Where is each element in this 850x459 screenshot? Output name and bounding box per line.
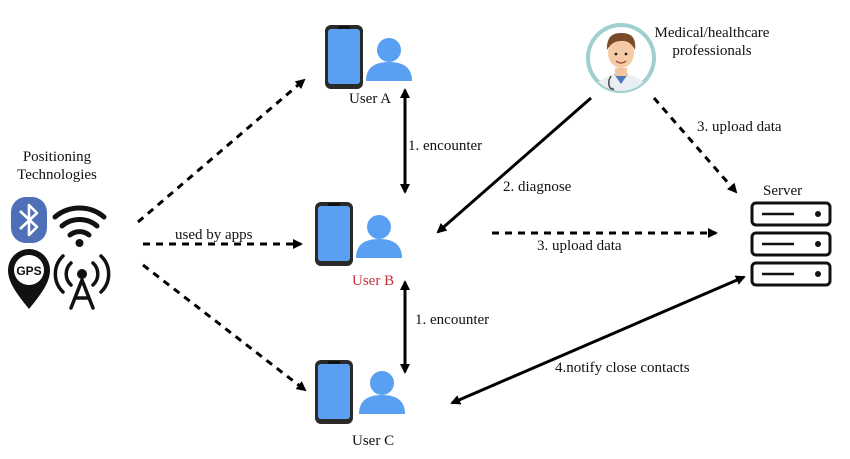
user-c-node: [315, 360, 405, 424]
positioning-icons: GPS: [8, 197, 111, 310]
arrow-positioning-to-user-c: [142, 263, 307, 392]
arrow-doctor-upload: [652, 97, 738, 194]
arrow-notify: [450, 275, 746, 405]
doctor-avatar-icon: [586, 23, 656, 93]
user-a-label: User A: [349, 91, 392, 107]
doctor-label: Medical/healthcare professionals: [642, 24, 782, 60]
gps-pin-icon: GPS: [8, 249, 50, 309]
server-icon: [750, 201, 832, 287]
phone-icon: [315, 360, 353, 424]
arrow-positioning-to-user-a: [137, 78, 306, 224]
edge-label-encounter-bc: 1. encounter: [415, 312, 490, 328]
phone-icon: [315, 202, 353, 266]
doctor-label-line2: professionals: [672, 43, 752, 59]
edge-label-used-by-apps: used by apps: [175, 227, 253, 243]
edge-label-encounter-ab: 1. encounter: [408, 138, 483, 154]
phone-icon: [325, 25, 363, 89]
positioning-title-line1: Positioning: [22, 149, 92, 165]
person-icon: [359, 371, 405, 414]
user-b-label: User B: [352, 273, 395, 289]
person-icon: [366, 38, 412, 81]
wifi-icon: [52, 205, 107, 247]
edge-label-upload-doctor: 3. upload data: [697, 119, 782, 135]
bluetooth-icon: [11, 197, 47, 243]
edge-label-upload-user-b: 3. upload data: [537, 238, 622, 254]
user-c-label: User C: [352, 433, 395, 449]
gps-badge-text: GPS: [16, 264, 41, 278]
edge-label-diagnose: 2. diagnose: [503, 179, 572, 195]
edge-label-notify: 4.notify close contacts: [555, 360, 690, 376]
radio-tower-icon: [53, 254, 111, 310]
user-a-node: [325, 25, 412, 89]
person-icon: [356, 215, 402, 258]
user-b-node: [315, 202, 402, 266]
server-label: Server: [763, 183, 803, 199]
positioning-title-line2: Technologies: [17, 167, 97, 183]
arrow-diagnose: [436, 96, 592, 234]
doctor-label-line1: Medical/healthcare: [654, 25, 770, 41]
positioning-title: Positioning Technologies: [0, 148, 114, 184]
arrows: [137, 78, 746, 405]
